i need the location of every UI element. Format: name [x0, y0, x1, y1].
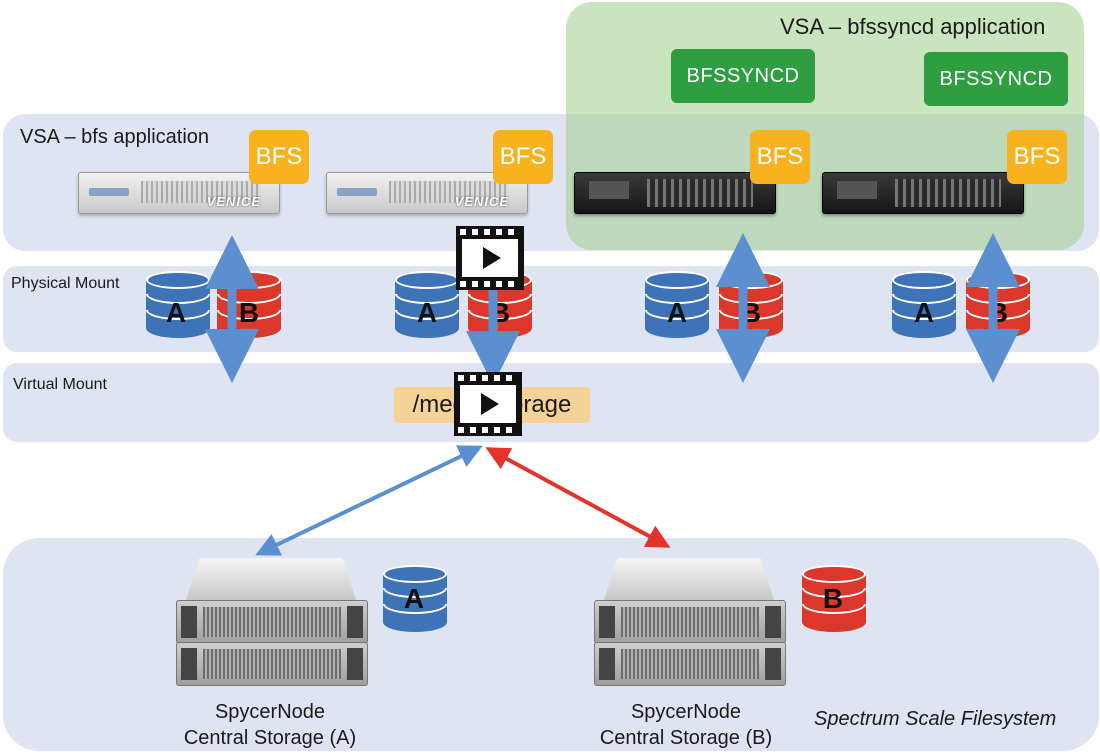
filesystem-label: Spectrum Scale Filesystem — [814, 708, 1057, 730]
virtual-mount-label: Virtual Mount — [13, 376, 107, 393]
storage-arrow-a — [255, 445, 483, 556]
storage-node-enclosure-lower — [176, 642, 368, 686]
physical-mount-label: Physical Mount — [11, 275, 120, 292]
storage-node-enclosure-lower — [594, 642, 786, 686]
server-model-label: VENICE — [206, 194, 261, 209]
storage-node-icon — [594, 558, 786, 686]
video-clip-icon — [454, 372, 522, 436]
storage-node-a-subtitle: Central Storage (A) — [183, 727, 357, 749]
storage-node-top — [604, 558, 774, 600]
storage-node-icon — [176, 558, 368, 686]
bfs-badge-2[interactable]: BFS — [493, 130, 553, 184]
storage-node-b-name: SpycerNode — [630, 701, 742, 723]
server-4 — [822, 172, 1024, 214]
storage-node-b-subtitle: Central Storage (B) — [599, 727, 773, 749]
volume-letter-a: A — [417, 297, 437, 328]
video-clip-icon — [456, 226, 524, 290]
server-logo-icon — [337, 188, 377, 196]
bfssyncd-button-2[interactable]: BFSSYNCD — [924, 52, 1068, 106]
server-model-label: VENICE — [454, 194, 509, 209]
server-1: VENICE — [78, 172, 280, 214]
server-drive-bays — [895, 179, 1001, 207]
storage-node-enclosure-upper — [594, 600, 786, 644]
volume-letter-a: A — [166, 297, 186, 328]
server-plate — [837, 181, 877, 199]
storage-volume-letter-b: B — [823, 583, 843, 614]
storage-node-enclosure-upper — [176, 600, 368, 644]
storage-arrow-b — [485, 447, 671, 548]
volume-letter-a: A — [914, 297, 934, 328]
bfssyncd-panel-title: VSA – bfssyncd application — [780, 14, 1046, 39]
server-3 — [574, 172, 776, 214]
storage-node-a-caption: SpycerNode Central Storage (A) — [170, 699, 370, 751]
bfs-badge-3[interactable]: BFS — [750, 130, 810, 184]
bfs-badge-1[interactable]: BFS — [249, 130, 309, 184]
server-logo-icon — [89, 188, 129, 196]
storage-node-a-name: SpycerNode — [214, 701, 326, 723]
bfs-application-title: VSA – bfs application — [20, 126, 210, 148]
storage-volume-letter-a: A — [404, 583, 424, 614]
volume-letter-a: A — [667, 297, 687, 328]
storage-node-b-caption: SpycerNode Central Storage (B) — [586, 699, 786, 751]
server-drive-bays — [647, 179, 753, 207]
server-plate — [589, 181, 629, 199]
bfssyncd-button-1[interactable]: BFSSYNCD — [671, 49, 815, 103]
server-grill — [389, 181, 509, 203]
storage-node-top — [186, 558, 356, 600]
server-grill — [141, 181, 261, 203]
volume-letter-b: B — [239, 297, 259, 328]
bfs-badge-4[interactable]: BFS — [1007, 130, 1067, 184]
